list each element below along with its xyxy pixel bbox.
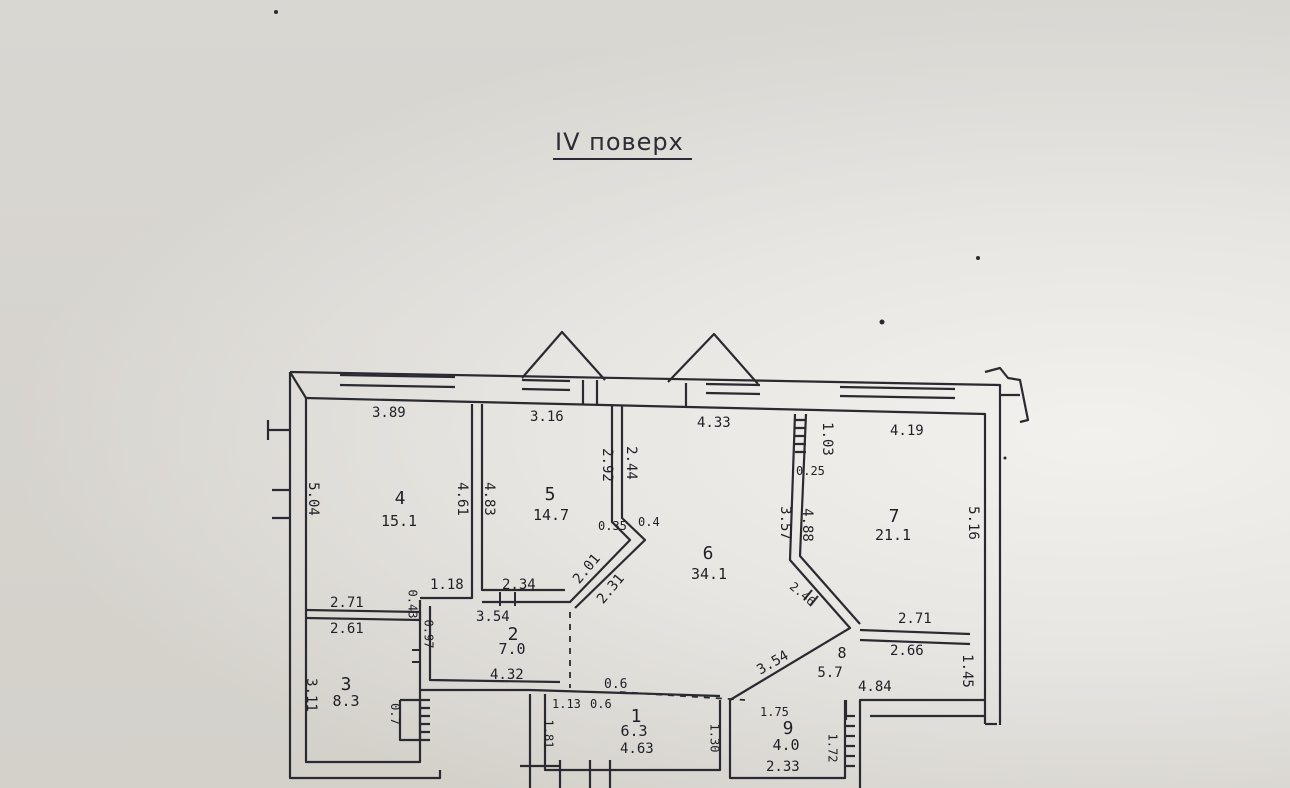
partition-wall	[729, 413, 852, 701]
dimension-label: 1.72	[825, 733, 840, 763]
dimension-label: 1.75	[760, 705, 789, 719]
dimension-label: 0.97	[421, 619, 436, 649]
dimension-label: 1.45	[958, 654, 975, 688]
dimension-label: 2.71	[898, 611, 932, 627]
dimension-label: 4.88	[798, 508, 815, 542]
room-1-area: 6.3	[620, 722, 648, 740]
dimension-label: 0.6	[604, 677, 628, 692]
dimension-label: 3.54	[476, 609, 510, 625]
dimension-label: 1.13	[552, 697, 581, 711]
partition-wall	[574, 406, 647, 609]
room-6-area: 34.1	[690, 565, 728, 583]
room-6-number: 6	[702, 543, 714, 564]
room-3-area: 8.3	[332, 692, 360, 710]
dimension-label: 4.83	[480, 482, 497, 516]
floor-title: IV поверх	[553, 128, 692, 160]
dimension-label: 0.7	[387, 703, 402, 725]
room-8-number: 8	[837, 644, 847, 662]
outer-wall	[288, 372, 442, 780]
dimension-label: 0.43	[405, 589, 420, 619]
dimension-label: 0.6	[590, 697, 612, 711]
dimension-label: 2.61	[330, 621, 364, 637]
dimension-label: 4.19	[890, 423, 924, 439]
room-5-area: 14.7	[532, 506, 570, 524]
dimension-label: 1.18	[430, 577, 464, 593]
room-1-number: 1	[630, 706, 642, 727]
dimension-label: 3.16	[530, 409, 564, 425]
dimension-label: 4.63	[620, 741, 654, 757]
partition-wall	[482, 406, 632, 604]
room-3-number: 3	[340, 674, 352, 695]
dimension-label: 2.66	[890, 643, 924, 659]
room-9-number: 9	[782, 718, 794, 739]
outer-wall	[289, 370, 1020, 397]
dimension-label: 1.30	[707, 723, 722, 753]
partition-wall	[480, 404, 565, 592]
room-5-number: 5	[544, 484, 556, 505]
dimension-label: 2.44	[622, 446, 639, 480]
bay-window	[521, 330, 606, 381]
room-4-area: 15.1	[380, 512, 418, 530]
room-2-area: 7.0	[498, 640, 526, 658]
dimension-label: 5.04	[304, 482, 321, 516]
dimension-label: 3.57	[776, 506, 793, 540]
room-7-number: 7	[888, 506, 900, 527]
outer-wall	[289, 371, 307, 399]
partition-wall	[420, 404, 474, 600]
dimension-label: 4.32	[490, 667, 524, 683]
dimension-label: 4.84	[858, 679, 892, 695]
dimension-label: 4.33	[697, 415, 731, 431]
room-4-number: 4	[394, 488, 406, 509]
dimension-label: 4.61	[453, 482, 470, 516]
partition-wall	[305, 608, 422, 622]
dimension-label: 0.4	[638, 515, 660, 529]
outer-wall	[305, 396, 987, 724]
dimension-label: 3.11	[302, 678, 319, 712]
room-8-area: 5.7	[817, 665, 843, 681]
partition-wall	[428, 606, 561, 684]
room-2-number: 2	[507, 624, 519, 645]
dimension-label: 3.89	[372, 405, 406, 421]
partition-wall	[528, 694, 722, 788]
dimension-label: 2.34	[502, 577, 536, 593]
dimension-label: 0.35	[598, 519, 627, 533]
dimension-label: 1.03	[818, 422, 835, 456]
bay-window	[667, 332, 759, 385]
dimension-label: 1.81	[541, 719, 556, 749]
dimension-label: 2.71	[330, 595, 364, 611]
room-7-area: 21.1	[874, 526, 912, 544]
dimension-label: 2.33	[766, 759, 800, 775]
dimension-label: 0.25	[796, 464, 825, 478]
partition-wall	[728, 700, 847, 780]
outer-wall	[858, 698, 985, 788]
partition-wall	[859, 628, 971, 646]
dimension-label: 5.16	[964, 506, 981, 540]
room-9-area: 4.0	[772, 736, 800, 754]
dimension-label: 2.92	[598, 448, 615, 482]
partition-wall	[798, 413, 861, 625]
